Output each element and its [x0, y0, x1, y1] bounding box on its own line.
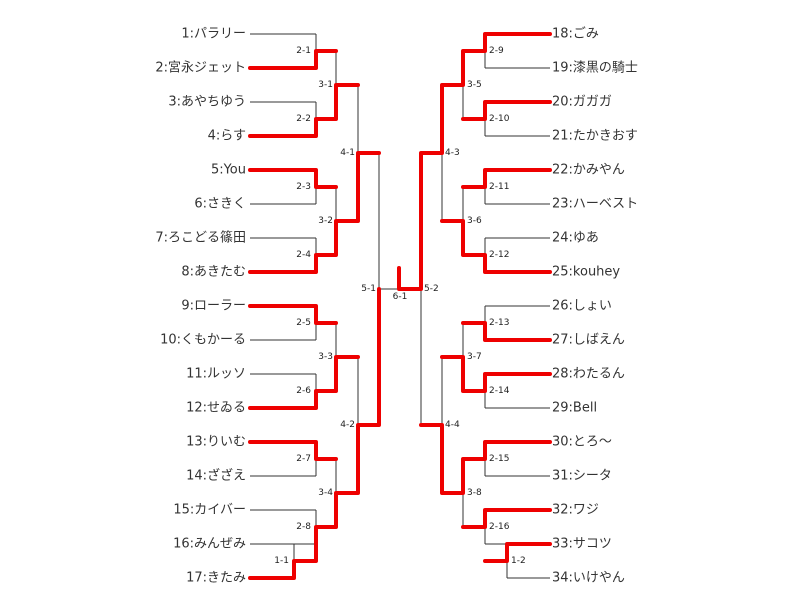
player-name: 7:ろこどる篠田 — [155, 231, 246, 246]
player-name: 13:りいむ — [186, 435, 246, 450]
match-label: 2-1 — [296, 46, 311, 56]
player-name: 34:いけやん — [552, 571, 625, 586]
match-label: 4-2 — [340, 420, 355, 430]
match-label: 5-1 — [361, 284, 376, 294]
left-player-names: 1:パラリー 2:宮永ジェット 3:あやちゆう 4:らす 5:You 6:さきく… — [155, 27, 246, 586]
player-name: 24:ゆあ — [552, 231, 599, 246]
player-name: 16:みんぜみ — [173, 537, 246, 552]
player-name: 4:らす — [208, 129, 246, 144]
player-name: 8:あきたむ — [181, 265, 246, 280]
match-label: 2-5 — [296, 318, 311, 328]
player-name: 19:漆黒の騎士 — [552, 60, 638, 76]
player-name: 31:シータ — [552, 469, 612, 484]
match-label: 2-16 — [489, 522, 510, 532]
player-name: 15:カイバー — [173, 503, 246, 518]
winner-path — [248, 151, 381, 274]
winner-path — [248, 304, 338, 325]
match-label: 1-2 — [511, 556, 526, 566]
match-label: 3-5 — [467, 80, 482, 90]
match-label: 2-4 — [296, 250, 311, 260]
player-name: 1:パラリー — [181, 27, 246, 42]
player-name: 23:ハーベスト — [552, 197, 638, 212]
player-name: 2:宮永ジェット — [155, 60, 246, 76]
winner-path — [397, 32, 552, 291]
match-label: 4-1 — [340, 148, 355, 158]
winner-path — [440, 219, 552, 274]
match-label: 3-2 — [318, 216, 333, 226]
match-label: 2-15 — [489, 454, 509, 464]
match-label: 2-11 — [489, 182, 509, 192]
match-label: 2-9 — [489, 46, 504, 56]
winner-path — [419, 423, 552, 495]
match-label: 2-10 — [489, 114, 510, 124]
player-name: 10:くもかーる — [160, 333, 246, 348]
winner-path — [461, 168, 552, 189]
match-label: 4-3 — [445, 148, 460, 158]
winner-path — [483, 542, 552, 563]
winner-path — [461, 508, 552, 529]
match-label: 3-1 — [318, 80, 333, 90]
player-name: 20:ガガガ — [552, 95, 612, 110]
player-name: 17:きたみ — [186, 571, 246, 586]
winner-path — [248, 168, 338, 189]
match-label: 4-4 — [445, 420, 460, 430]
player-name: 14:ざざえ — [186, 468, 246, 484]
player-name: 18:ごみ — [552, 26, 599, 42]
match-label: 2-8 — [296, 522, 311, 532]
winner-path — [461, 100, 552, 121]
match-label: 3-4 — [318, 488, 333, 498]
winner-path — [248, 355, 360, 410]
player-name: 25:kouhey — [552, 265, 620, 280]
right-player-names: 18:ごみ 19:漆黒の騎士 20:ガガガ 21:たかきおす 22:かみやん 2… — [552, 26, 638, 586]
player-name: 5:You — [211, 163, 246, 178]
match-label: 3-3 — [318, 352, 333, 362]
player-name: 21:たかきおす — [552, 129, 638, 144]
match-label: 3-6 — [467, 216, 482, 226]
winner-path — [248, 83, 360, 138]
match-label: 6-1 — [393, 292, 408, 302]
bracket-lines — [248, 32, 552, 580]
match-label: 3-7 — [467, 352, 482, 362]
match-label: 5-2 — [424, 284, 439, 294]
match-labels: 2-1 2-2 2-3 2-4 2-5 2-6 2-7 2-8 1-1 3-1 … — [274, 46, 525, 566]
player-name: 33:サコツ — [552, 537, 612, 552]
player-name: 12:せゐる — [186, 401, 246, 416]
winner-path — [248, 440, 338, 461]
match-label: 2-3 — [296, 182, 311, 192]
match-label: 2-2 — [296, 114, 311, 124]
match-label: 2-12 — [489, 250, 509, 260]
player-name: 29:Bell — [552, 401, 597, 416]
match-label: 2-6 — [296, 386, 311, 396]
player-name: 28:わたるん — [552, 367, 625, 382]
winner-path — [440, 355, 552, 393]
match-label: 2-13 — [489, 318, 509, 328]
player-name: 26:しょい — [552, 299, 612, 314]
player-name: 27:しばえん — [552, 333, 625, 348]
match-label: 1-1 — [274, 556, 289, 566]
player-name: 30:とろ～ — [552, 435, 612, 450]
player-name: 32:ワジ — [552, 503, 599, 518]
winner-path — [461, 321, 552, 342]
winner-path — [248, 287, 381, 580]
player-name: 6:さきく — [194, 197, 246, 212]
winner-path — [248, 49, 338, 70]
player-name: 11:ルッソ — [186, 367, 246, 382]
player-name: 9:ローラー — [181, 299, 246, 314]
match-label: 3-8 — [467, 488, 482, 498]
player-name: 22:かみやん — [552, 163, 625, 178]
match-label: 2-7 — [296, 454, 311, 464]
match-label: 2-14 — [489, 386, 510, 396]
player-name: 3:あやちゆう — [168, 95, 246, 110]
